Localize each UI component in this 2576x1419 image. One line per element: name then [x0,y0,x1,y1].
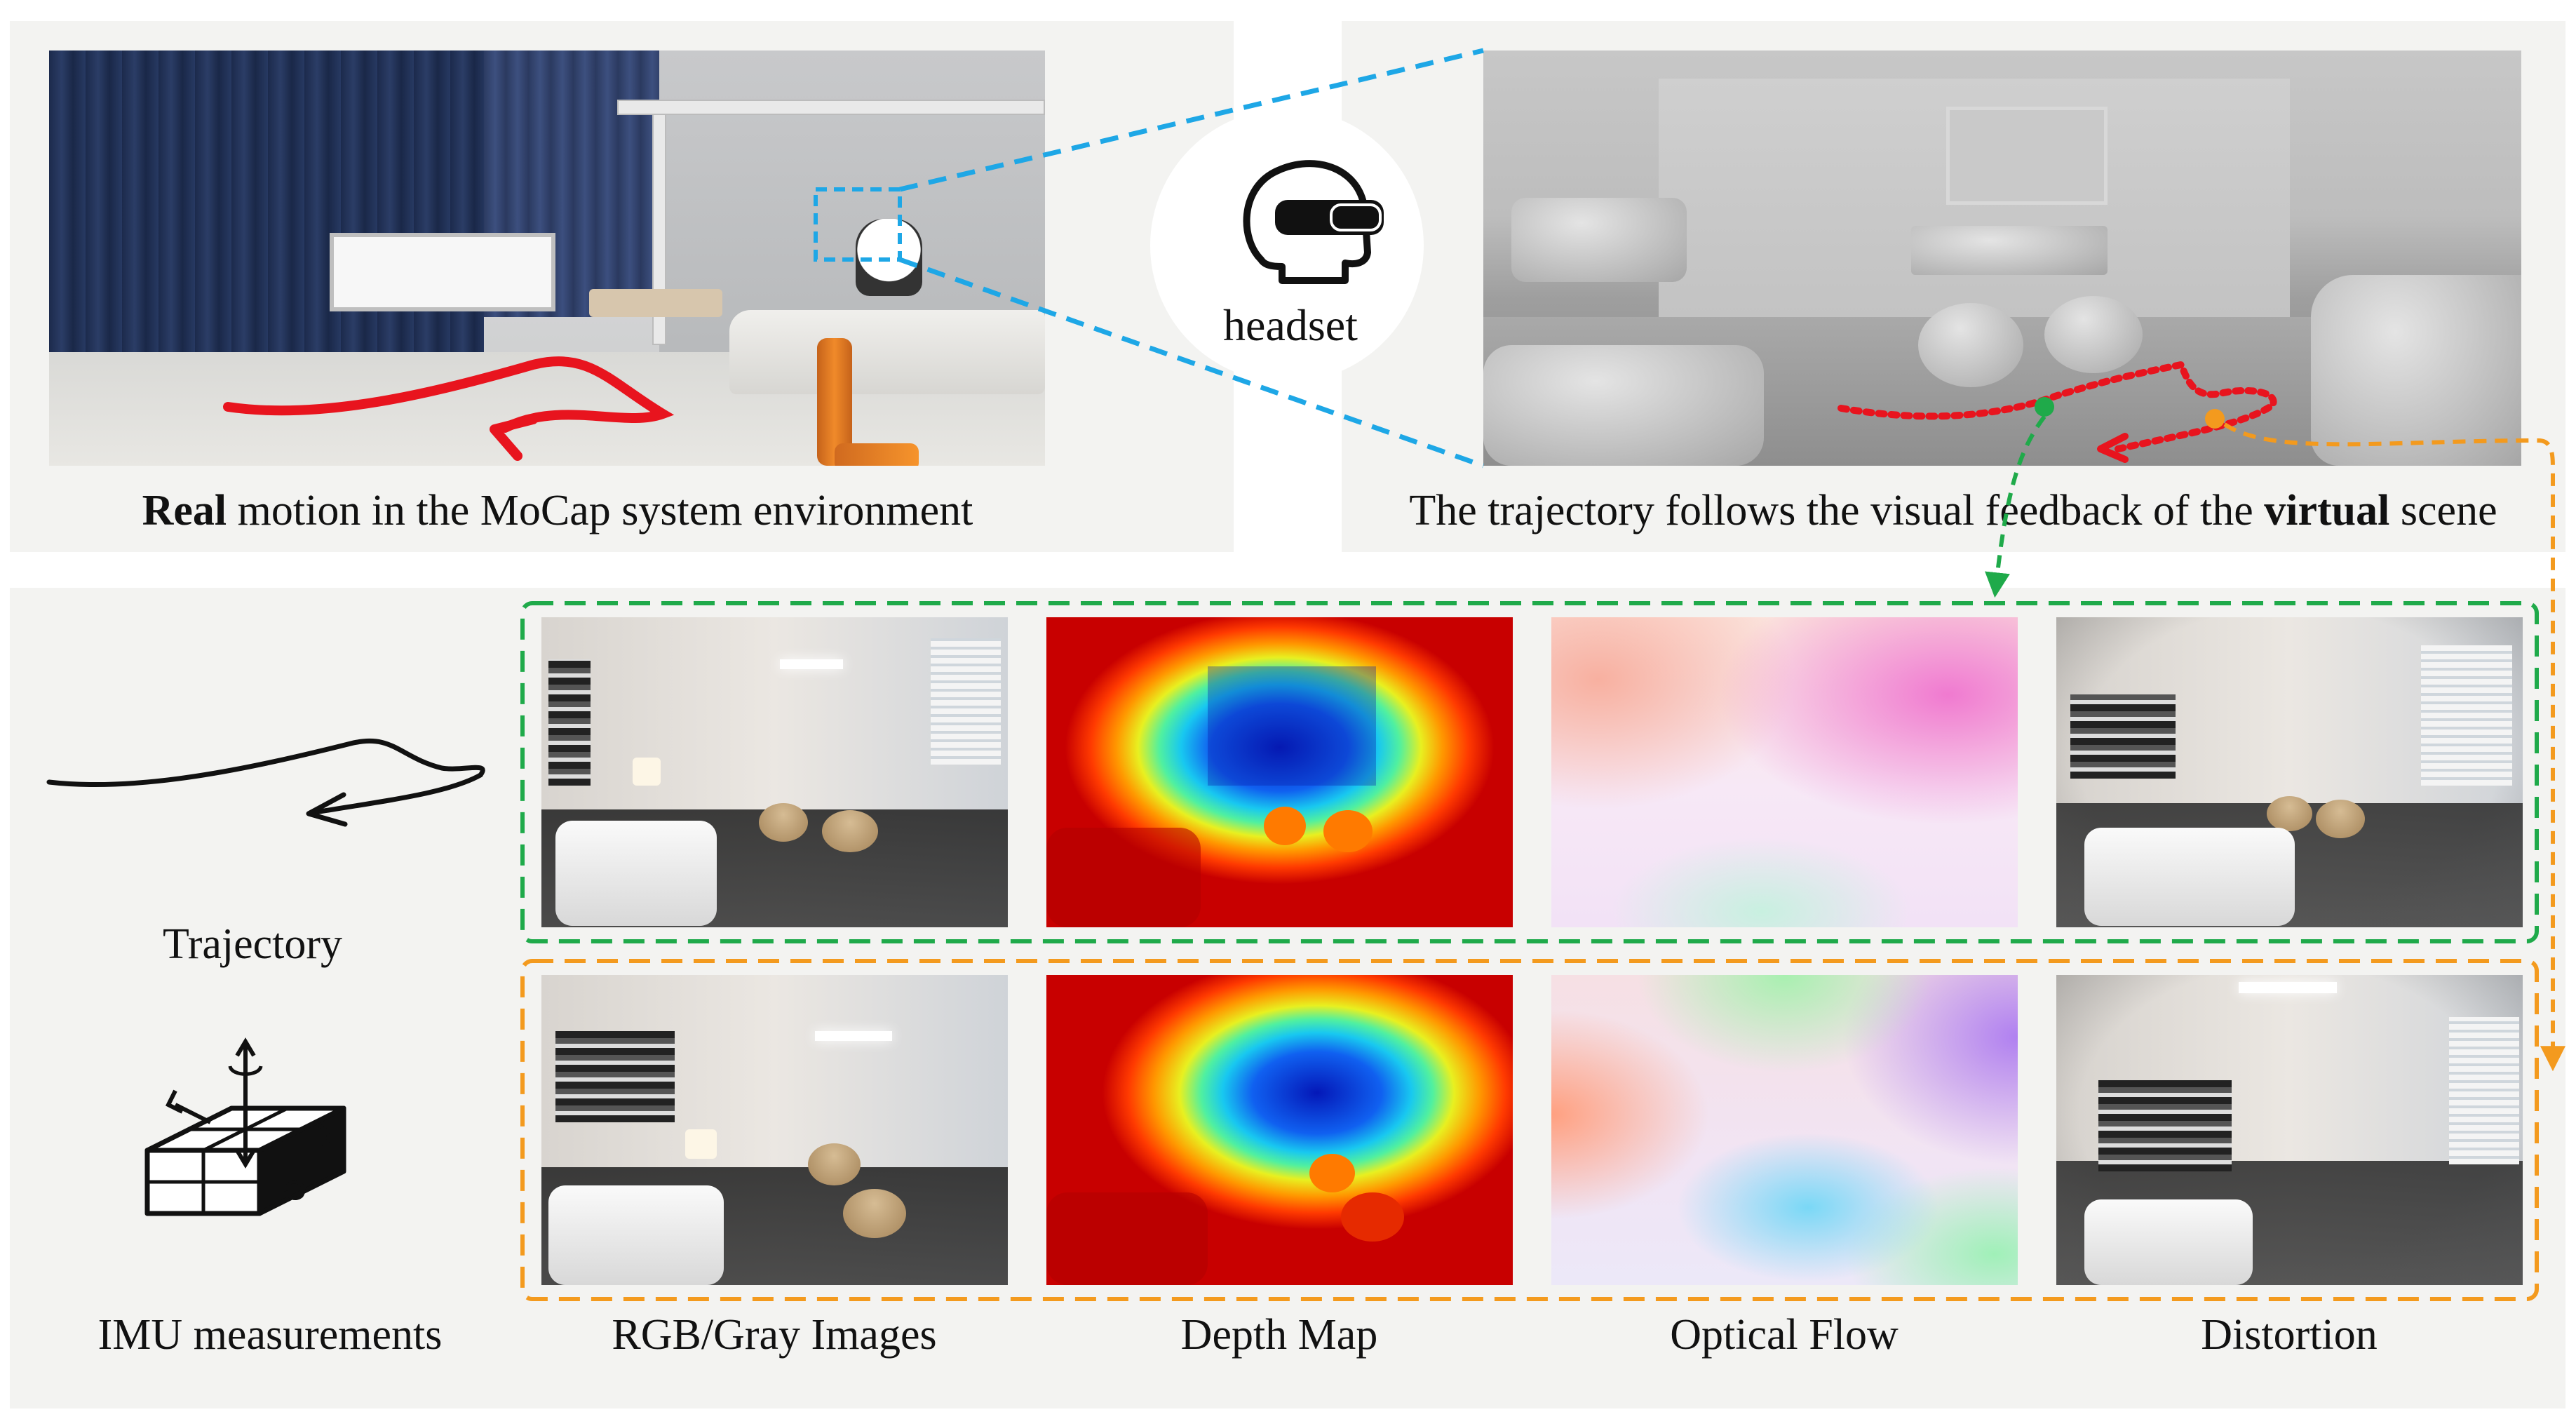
distortion-image-1-artwork [2070,694,2176,779]
depth-image-1-far-wall [1208,666,1376,786]
virtual-scene-frame [1946,107,2108,205]
distortion-image-1-ottoman-right [2316,800,2365,838]
green-row-frame [520,601,2539,943]
real-scene-truss-vertical [652,114,666,345]
real-caption: Real motion in the MoCap system environm… [142,489,973,532]
virtual-caption-before: The trajectory follows the visual feedba… [1409,487,2265,534]
imu-box-axes-icon [144,1037,346,1216]
headset-label: headset [1223,300,1358,350]
trajectory-label: Trajectory [163,920,342,968]
virtual-caption: The trajectory follows the visual feedba… [1409,489,2497,532]
depth-image-1-ottoman-right [1323,810,1373,852]
optical-flow-image-2 [1551,975,2018,1285]
virtual-scene-lamp [1511,198,1687,282]
real-scene-sofa [729,310,1045,394]
depth-image-2-sofa [1046,1192,1208,1285]
rgb-image-2-ottoman-right [843,1189,906,1238]
depth-image-1-sofa [1046,828,1201,927]
optical-flow-label: Optical Flow [1670,1311,1899,1359]
real-trajectory-path [223,356,675,433]
trajectory-curve-icon [46,738,485,827]
rgb-image-1-ceiling-light [780,659,843,669]
rgb-image-1-sofa [555,821,717,926]
real-scene-whiteboard [330,233,555,311]
depth-image-2-ottoman-left [1309,1154,1355,1192]
headset-circle [1150,109,1424,382]
real-scene-image [49,51,1045,466]
orange-point-marker [2205,409,2225,429]
depth-image-1 [1046,617,1513,927]
connector-line-lower [898,257,1485,469]
rgb-image-1-ottoman-right [822,810,878,852]
green-point-marker [2035,397,2054,417]
distortion-image-1-ottoman-left [2267,796,2312,831]
virtual-scene-ottoman-right [2044,296,2143,373]
virtual-scene-cabinet [1911,226,2108,275]
rgb-image-1 [541,617,1008,927]
distortion-image-2 [2056,975,2523,1285]
real-scene-table [589,289,722,317]
green-link-arrow [1985,415,2046,598]
distortion-image-2-sofa [2084,1199,2253,1285]
rgb-image-2-ottoman-left [808,1143,861,1185]
rgb-image-2 [541,975,1008,1285]
virtual-caption-after: scene [2389,487,2497,534]
depth-image-2 [1046,975,1513,1285]
virtual-trajectory-path [1837,361,2277,452]
optical-flow-image-1 [1551,617,2018,927]
orange-link-arrow [2223,422,2565,1072]
real-caption-bold: Real [142,487,227,534]
distortion-image-2-ceiling-light [2239,982,2337,993]
rgb-image-2-sofa [548,1185,724,1285]
virtual-caption-bold: virtual [2264,487,2390,534]
rgb-image-1-lamp [633,758,661,786]
rgb-image-1-window [931,638,1001,765]
vr-headset-head-icon [1243,160,1384,284]
rgb-image-1-artwork [548,659,591,786]
depth-image-1-ottoman-left [1264,807,1306,845]
virtual-scene-image [1483,51,2521,466]
virtual-trajectory-arrowhead [2097,433,2129,463]
orange-row-frame [520,959,2539,1301]
virtual-scene-sofa-right [2311,275,2521,466]
real-trajectory-arrowhead [490,415,538,461]
rgb-image-2-ceiling-light [815,1031,892,1041]
connector-line-upper [899,48,1484,192]
robot-arm-base [835,443,919,466]
real-headset-highlight [814,187,902,262]
distortion-image-2-artwork [2098,1080,2232,1171]
real-scene-truss [617,100,1045,115]
distortion-image-1-window [2421,645,2512,786]
virtual-scene-ottoman-left [1918,303,2023,387]
distortion-image-1 [2056,617,2523,927]
imu-label: IMU measurements [97,1311,443,1359]
rgb-image-1-ottoman-left [759,803,808,842]
depth-label: Depth Map [1180,1311,1378,1359]
virtual-scene-sofa-left [1483,345,1764,466]
depth-image-2-ottoman-right [1341,1192,1404,1242]
distortion-image-1-sofa [2084,828,2295,926]
distortion-image-2-window [2449,1017,2519,1164]
rgb-label: RGB/Gray Images [612,1311,937,1359]
rgb-image-2-lamp [685,1129,717,1159]
rgb-image-2-artwork [555,1031,675,1122]
distortion-label: Distortion [2201,1311,2378,1359]
real-caption-text: motion in the MoCap system environment [227,487,973,534]
